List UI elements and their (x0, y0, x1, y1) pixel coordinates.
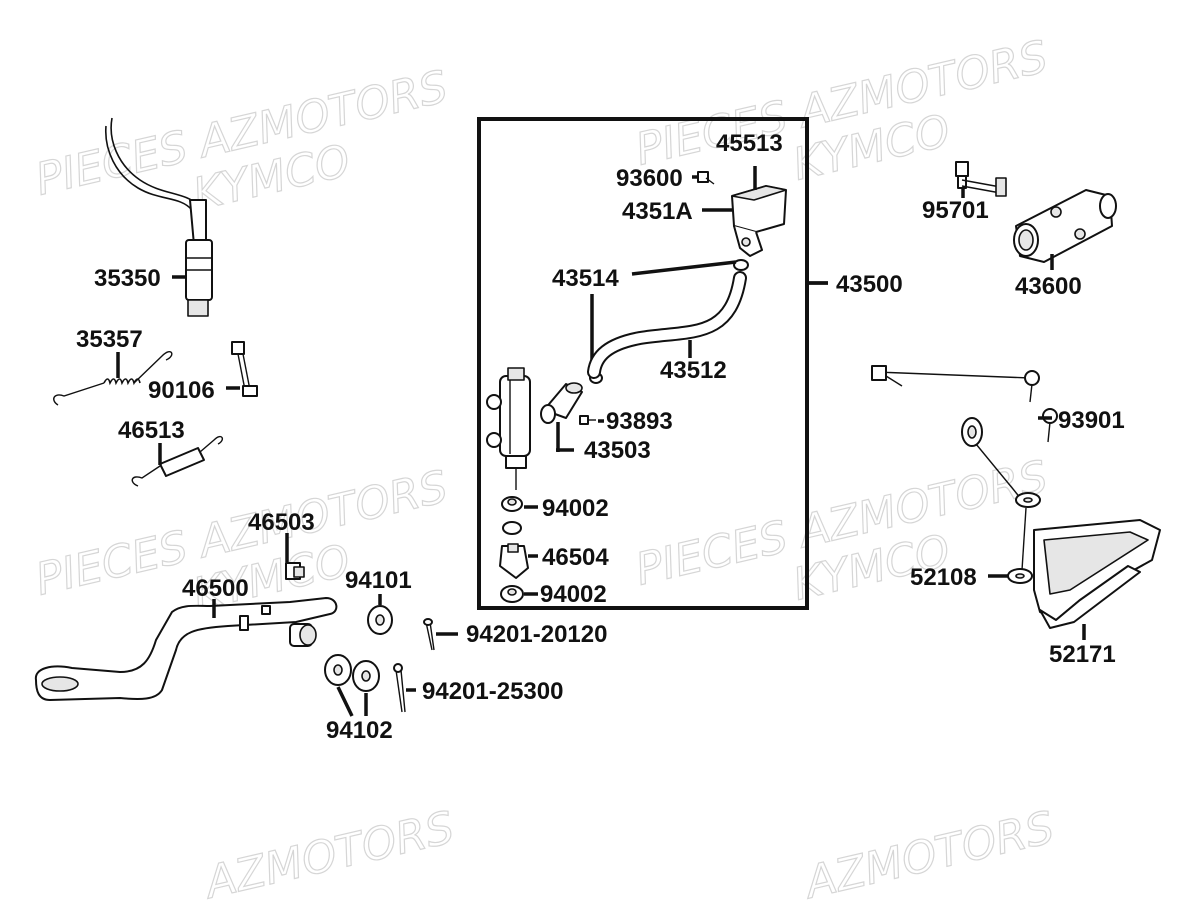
label-4351A: 4351A (622, 198, 693, 225)
label-43512: 43512 (660, 357, 727, 384)
label-95701: 95701 (922, 197, 989, 224)
label-93600: 93600 (616, 165, 683, 192)
part-nut-94002-bottom (500, 585, 524, 603)
part-washer-94101 (367, 605, 393, 635)
part-spring-46513 (131, 435, 224, 487)
part-screw-93600 (697, 171, 715, 185)
part-reservoir-4351A (731, 185, 787, 257)
label-93901: 93901 (1058, 407, 1125, 434)
label-94101: 94101 (345, 567, 412, 594)
part-brake-switch-35350 (105, 117, 213, 317)
svg-text:AZMOTORS: AZMOTORS (198, 802, 459, 900)
label-94102: 94102 (326, 717, 393, 744)
part-master-cylinder (486, 367, 531, 490)
part-brake-valve-43600 (1013, 189, 1117, 263)
part-screw-93893 (579, 415, 596, 425)
part-washer-94102 (324, 654, 380, 692)
label-35357: 35357 (76, 326, 143, 353)
part-nut-94002-top (501, 496, 523, 535)
watermark-bottom-left: AZMOTORS (197, 802, 459, 900)
assembly-43500-frame (477, 117, 809, 610)
label-93893: 93893 (606, 408, 673, 435)
label-46500: 46500 (182, 575, 249, 602)
part-bolt-95701 (955, 161, 1007, 197)
label-43500: 43500 (836, 271, 903, 298)
label-46513: 46513 (118, 417, 185, 444)
watermark-mid-right: PIECES AZMOTORS KYMCO (630, 451, 1053, 611)
label-43600: 43600 (1015, 273, 1082, 300)
watermark-top-left: PIECES AZMOTORS KYMCO (30, 61, 453, 221)
part-pin-46503 (285, 562, 305, 580)
part-brake-pedal-46500 (34, 597, 338, 701)
part-cotter-pin-94201-25300 (393, 663, 406, 713)
label-90106: 90106 (148, 377, 215, 404)
part-washer-52108 (961, 417, 1041, 584)
part-spring-35357 (53, 351, 173, 406)
part-cotter-pin-94201-20120 (423, 618, 435, 651)
label-52171: 52171 (1049, 641, 1116, 668)
label-46503: 46503 (248, 509, 315, 536)
label-35350: 35350 (94, 265, 161, 292)
part-bracket-52171 (1033, 519, 1161, 629)
watermark-bottom-right: AZMOTORS (797, 802, 1059, 900)
svg-text:AZMOTORS: AZMOTORS (798, 802, 1059, 900)
part-bolt-90106 (231, 341, 258, 397)
label-94201-25300: 94201-25300 (422, 678, 563, 705)
label-94002-bottom: 94002 (540, 581, 607, 608)
part-joint-43503 (540, 382, 583, 424)
label-46504: 46504 (542, 544, 609, 571)
label-94201-20120: 94201-20120 (466, 621, 607, 648)
label-43514: 43514 (552, 265, 619, 292)
label-94002-top: 94002 (542, 495, 609, 522)
part-hose-43512 (587, 271, 747, 379)
label-43503: 43503 (584, 437, 651, 464)
label-45513: 45513 (716, 130, 783, 157)
label-52108: 52108 (910, 564, 977, 591)
part-clevis-46504 (499, 543, 529, 579)
